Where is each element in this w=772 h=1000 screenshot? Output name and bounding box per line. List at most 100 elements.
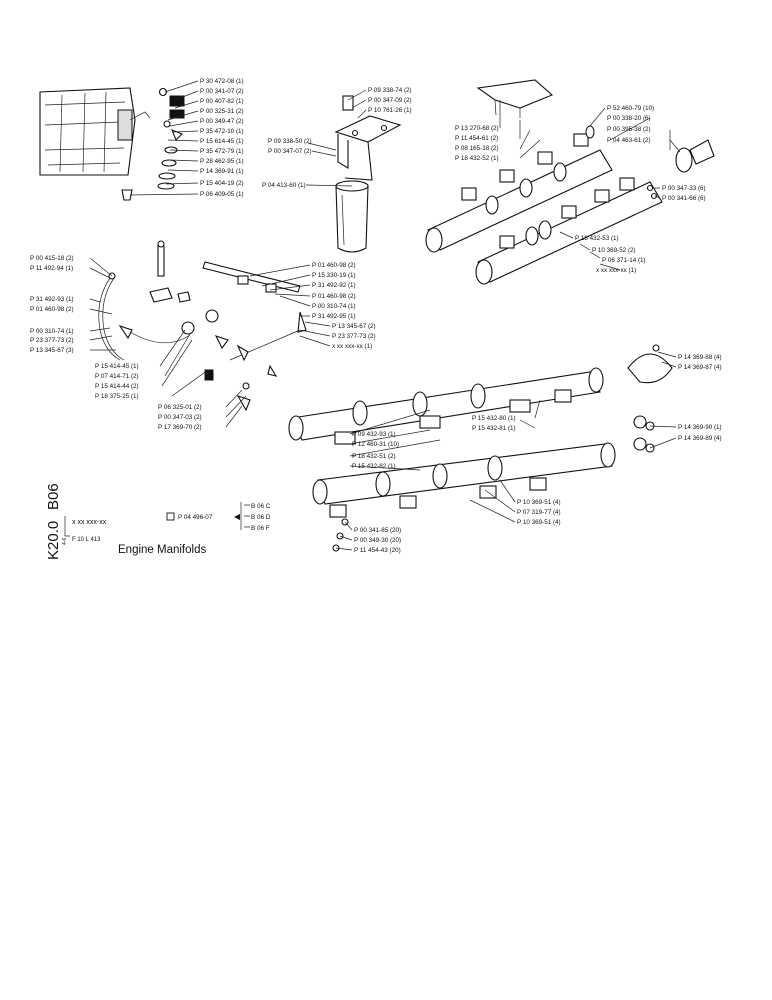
part-label: P 00 347-07 (2)	[268, 148, 312, 155]
part-label: P 15 414-45 (1)	[95, 363, 139, 370]
part-label: P 35 472-79 (1)	[200, 148, 244, 155]
part-label: P 01 460-98 (2)	[312, 293, 356, 300]
part-label: P 04 463-61 (2)	[607, 137, 651, 144]
part-label: P 00 347-09 (2)	[368, 97, 412, 104]
engine-block-fragment	[39, 87, 151, 176]
part-label: P 09 338-50 (2)	[268, 138, 312, 145]
part-label: P 17 369-70 (2)	[158, 424, 202, 431]
part-label: P 08 165-18 (2)	[455, 145, 499, 152]
part-label: P 00 347-03 (2)	[158, 414, 202, 421]
small-code: 4-6	[62, 538, 68, 545]
part-label: P 06 371-14 (1)	[602, 257, 646, 264]
part-label: P 15 614-45 (1)	[200, 138, 244, 145]
variant-code: B 06 C	[251, 503, 271, 510]
heat-shield	[476, 79, 554, 118]
part-label: P 23 377-73 (2)	[332, 333, 376, 340]
part-label: P 15 404-19 (2)	[200, 180, 244, 187]
section-code: B06	[45, 483, 62, 510]
part-label: P 18 375-25 (1)	[95, 393, 139, 400]
part-label: P 06 325-01 (2)	[158, 404, 202, 411]
part-label: P 00 349-30 (20)	[354, 537, 401, 544]
part-label: P 10 369-51 (4)	[517, 499, 561, 506]
part-label: P 31 492-92 (1)	[312, 282, 356, 289]
part-label: P 00 341-07 (2)	[200, 88, 244, 95]
part-label: P 06 409-05 (1)	[200, 191, 244, 198]
upper-manifold-rear	[475, 177, 663, 285]
labels-mid-left: P 00 415-18 (2) P 11 492-94 (1) P 31 492…	[30, 255, 202, 431]
checkbox-square-icon	[166, 512, 175, 521]
part-label: P 15 414-44 (2)	[95, 383, 139, 390]
part-label: P 04 413-60 (1)	[262, 182, 306, 189]
part-label: P 00 349-47 (2)	[200, 118, 244, 125]
part-label: P 14 369-87 (4)	[678, 364, 722, 371]
part-label: P 00 415-18 (2)	[30, 255, 74, 262]
part-label: P 52 460-79 (10)	[607, 105, 654, 112]
part-label: P 14 369-88 (4)	[678, 354, 722, 361]
part-label: x xx xxx-xx (1)	[596, 267, 636, 274]
part-label: P 01 460-98 (2)	[312, 262, 356, 269]
labels-top-left: P 30 472-08 (1) P 00 341-07 (2) P 00 407…	[200, 78, 244, 198]
title-block: B06 K20.0 4-6 x xx xxx-xx F 10 L 413 Eng…	[45, 483, 271, 560]
part-label: P 10 761-26 (1)	[368, 107, 412, 114]
end-flange-parts	[585, 125, 715, 200]
part-label: P 31 492-93 (1)	[30, 296, 74, 303]
part-label: P 15 432-80 (1)	[472, 415, 516, 422]
engine-model: F 10 L 413	[72, 537, 101, 543]
lower-manifold-lower-row	[312, 442, 616, 552]
mounting-bracket	[334, 95, 402, 181]
clamp-nuts	[633, 415, 655, 453]
part-label: P 09 432-93 (1)	[352, 431, 396, 438]
part-label: P 07 319-77 (4)	[517, 509, 561, 516]
part-label: P 28 462-95 (1)	[200, 158, 244, 165]
part-label: P 00 310-74 (1)	[30, 328, 74, 335]
part-label: P 18 432-52 (1)	[455, 155, 499, 162]
variant-code: B 06 D	[251, 514, 271, 521]
part-label: P 10 369-51 (4)	[517, 519, 561, 526]
lower-manifold-upper-row	[288, 367, 604, 445]
leader-lines	[64, 80, 681, 551]
drawing-title: Engine Manifolds	[118, 544, 206, 556]
upper-manifold-front	[425, 133, 613, 253]
part-label: P 01 460-98 (2)	[30, 306, 74, 313]
labels-top-right: P 13 270-68 (2) P 11 454-61 (2) P 08 165…	[455, 105, 706, 274]
alt-part-number: P 04 496-07	[178, 514, 213, 521]
part-label: P 00 341-66 (6)	[662, 195, 706, 202]
part-label: P 00 395-38 (2)	[607, 126, 651, 133]
labels-top-center: P 09 338-74 (2) P 00 347-09 (2) P 10 761…	[262, 87, 412, 189]
part-label: P 31 492-95 (1)	[312, 313, 356, 320]
glow-plug	[157, 240, 165, 277]
part-label: P 35 472-10 (1)	[200, 128, 244, 135]
fuel-pipe-assembly	[98, 272, 229, 361]
variant-code: B 06 F	[251, 525, 270, 532]
part-label: P 13 345-67 (2)	[332, 323, 376, 330]
part-label: P 00 341-85 (20)	[354, 527, 401, 534]
drawing-code: K20.0	[45, 521, 62, 560]
cylinder-sleeve	[335, 180, 369, 253]
injector-line	[202, 261, 307, 412]
part-label: P 10 369-52 (2)	[592, 247, 636, 254]
part-label: P 18 432-53 (1)	[575, 235, 619, 242]
part-label: P 18 432-51 (2)	[352, 453, 396, 460]
part-label: P 00 325-31 (2)	[200, 108, 244, 115]
part-label: P 09 338-74 (2)	[368, 87, 412, 94]
part-label: P 13 345-67 (3)	[30, 347, 74, 354]
part-label: P 15 330-19 (1)	[312, 272, 356, 279]
part-label: P 30 472-08 (1)	[200, 78, 244, 85]
part-label: P 00 310-74 (1)	[312, 303, 356, 310]
part-label: x xx xxx-xx (1)	[332, 343, 372, 350]
part-label: P 14 369-89 (4)	[678, 435, 722, 442]
part-label: P 07 414-71 (2)	[95, 373, 139, 380]
labels-mid-center: P 01 460-98 (2) P 15 330-19 (1) P 31 492…	[312, 262, 376, 350]
part-label: P 15 432-82 (1)	[352, 463, 396, 470]
clamp-band	[627, 344, 673, 384]
part-label: P 12 460-31 (10)	[352, 441, 399, 448]
part-label: P 13 270-68 (2)	[455, 125, 499, 132]
part-label: P 11 454-61 (2)	[455, 135, 498, 142]
labels-lower-manifold: P 09 432-93 (1) P 12 460-31 (10) P 18 43…	[352, 415, 561, 554]
part-label: P 11 492-94 (1)	[30, 265, 73, 272]
arrow-left-icon	[234, 514, 240, 520]
part-label: P 11 454-43 (20)	[354, 547, 401, 554]
